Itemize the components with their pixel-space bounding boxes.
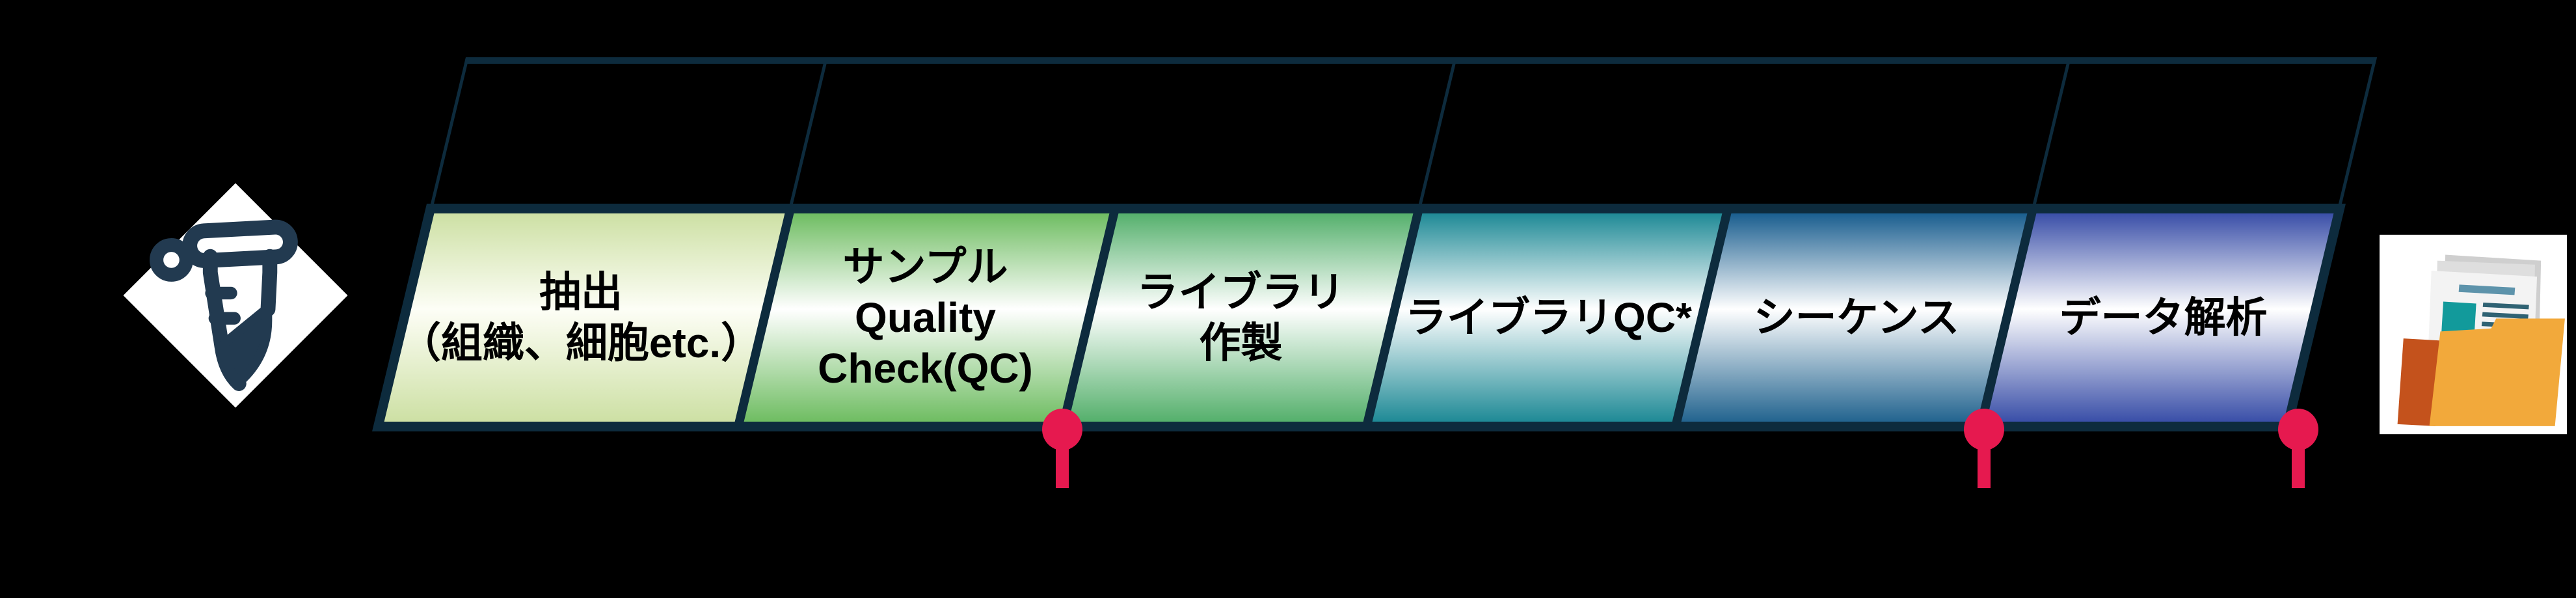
header-cell-2: [793, 64, 1456, 204]
label-library-prep: ライブラリ 作製: [1088, 211, 1393, 424]
pin-head: [2278, 409, 2318, 450]
pin-stick: [1056, 446, 1069, 488]
label-extraction: 抽出 （組織、細胞etc.）: [399, 211, 762, 424]
milestone-pin-icon: [1042, 409, 1082, 488]
label-data-analysis: データ解析: [2009, 211, 2317, 424]
label-line: Check(QC): [818, 345, 1033, 392]
header-cell-4: [2036, 64, 2372, 204]
pin-head: [1042, 409, 1082, 450]
label-line: サンプル: [842, 243, 1008, 290]
test-tube-icon: [121, 181, 350, 410]
label-line: ライブラリ: [1136, 268, 1345, 316]
label-line: 抽出: [539, 268, 623, 316]
label-sample-qc: サンプル Quality Check(QC): [762, 211, 1088, 424]
label-line: ライブラリQC*: [1405, 293, 1692, 341]
pin-head: [1964, 409, 2004, 450]
milestone-pin-icon: [2278, 409, 2318, 488]
label-line: （組織、細胞etc.）: [399, 319, 763, 366]
label-line: 作製: [1199, 319, 1283, 366]
pin-stick: [2292, 446, 2305, 488]
folder-documents-icon: [2380, 234, 2567, 435]
label-line: データ解析: [2059, 293, 2268, 341]
milestone-pin-icon: [1964, 409, 2004, 488]
label-line: Quality: [855, 293, 996, 341]
header-row: [431, 57, 2378, 204]
label-line: シーケンス: [1753, 293, 1960, 341]
label-sequencing: シーケンス: [1704, 211, 2009, 424]
pin-stick: [1978, 446, 1991, 488]
header-cell-3: [1422, 64, 2070, 204]
label-library-qc: ライブラリQC*: [1393, 211, 1704, 424]
header-cell-1: [434, 64, 827, 204]
